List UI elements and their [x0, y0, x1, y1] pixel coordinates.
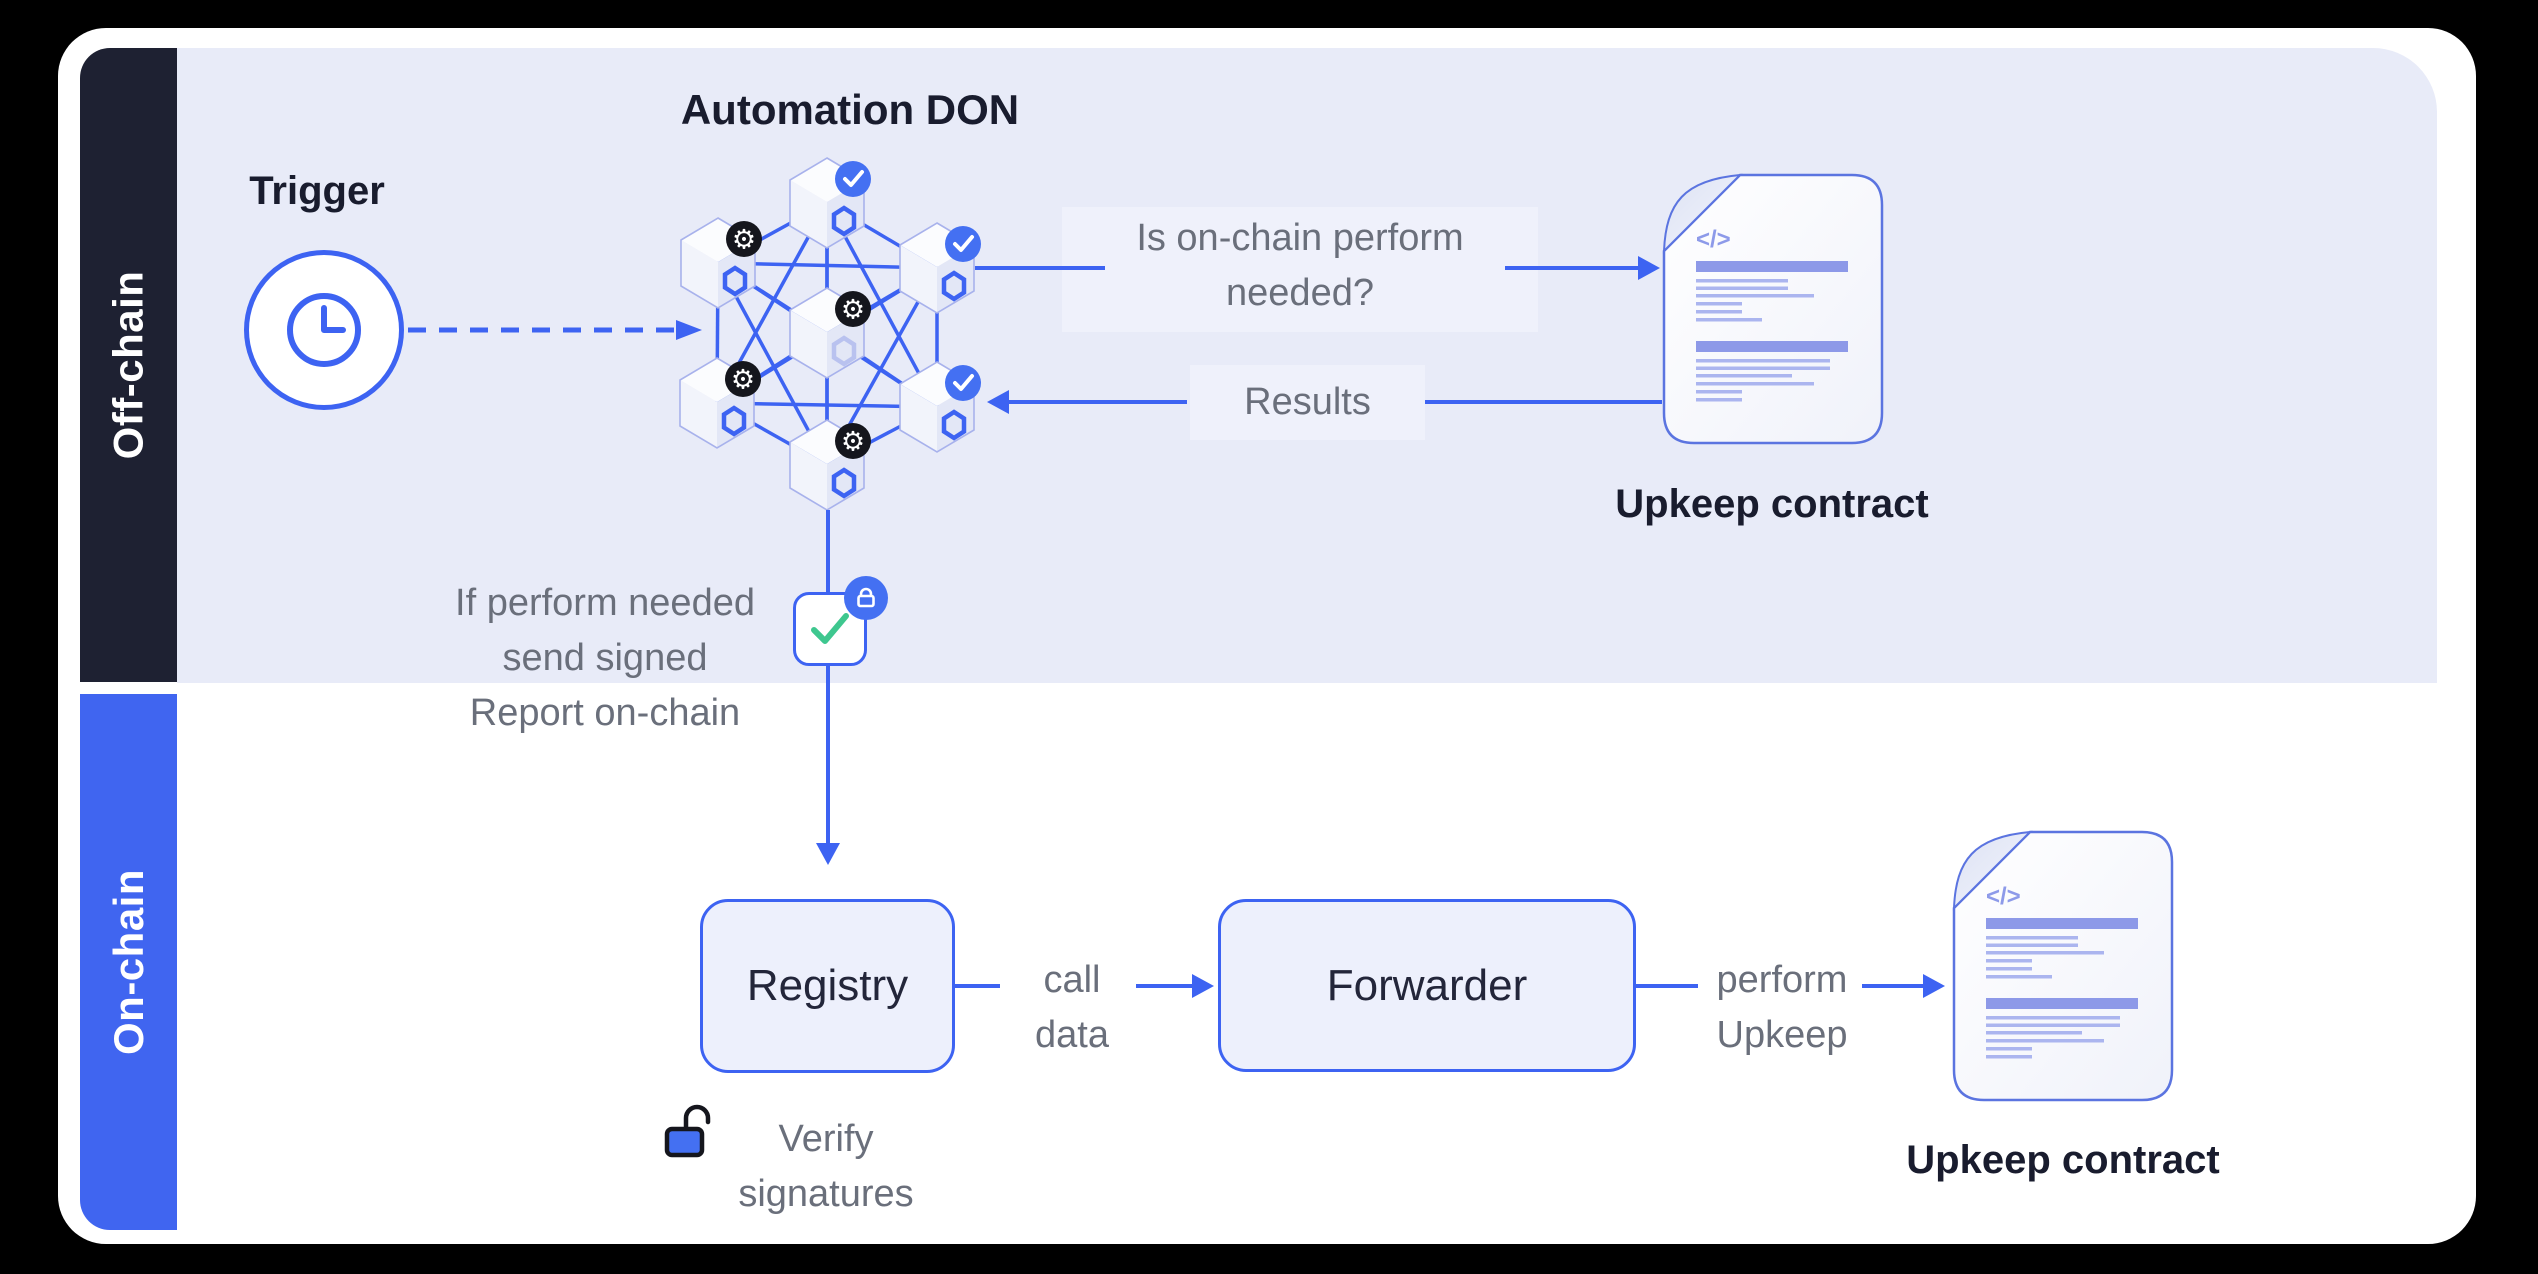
diagram-canvas: Off-chain On-chain Trigger Automation DO…: [58, 28, 2476, 1244]
don-node-top-left: ⚙: [680, 217, 762, 309]
don-node-bottom-left: ⚙: [679, 357, 761, 449]
svg-text:⚙: ⚙: [841, 295, 865, 325]
question-band: [1062, 207, 1538, 332]
don-node-bottom-right: [899, 361, 981, 453]
upkeep-contract-doc-bottom: </>: [1952, 830, 2174, 1102]
chainlink-node-icon: [831, 205, 857, 237]
unlock-icon: [664, 1104, 711, 1158]
check-badge-icon: [945, 226, 981, 262]
question-to-upkeep-arrowhead: [1638, 256, 1660, 280]
registry-box: Registry: [700, 899, 955, 1073]
don-node-bottom: ⚙: [789, 419, 871, 511]
question-to-upkeep-line: [1505, 266, 1640, 270]
registry-label: Registry: [746, 961, 909, 1010]
gear-badge-icon: [725, 361, 761, 397]
calldata-arrowhead: [1192, 974, 1214, 998]
trigger-label: Trigger: [249, 169, 385, 213]
question-text: Is on-chain perform needed?: [1136, 217, 1464, 314]
forwarder-box: Forwarder: [1218, 899, 1636, 1072]
trigger-node: [244, 250, 404, 410]
upkeep-to-results-line: [1425, 400, 1662, 404]
onchain-sidebar: On-chain: [80, 694, 177, 1230]
call-data-text: call data: [1035, 959, 1109, 1056]
calldata-to-forwarder-line: [1136, 984, 1194, 988]
don-label: Automation DON: [680, 86, 1020, 133]
don-to-registry-line-lower: [826, 666, 830, 845]
gear-badge-icon: [835, 291, 871, 327]
don-to-registry-arrowhead: [816, 843, 840, 865]
forwarder-out-line: [1636, 984, 1698, 988]
chainlink-node-icon: [722, 265, 748, 297]
check-badge-icon: [945, 365, 981, 401]
check-icon: [811, 613, 849, 644]
forwarder-label: Forwarder: [1326, 960, 1528, 1010]
perform-upkeep-text: perform Upkeep: [1716, 959, 1848, 1056]
chainlink-node-icon: [941, 270, 967, 302]
gear-badge-icon: [835, 423, 871, 459]
upkeep-contract-top-label: Upkeep contract: [1615, 482, 1929, 526]
svg-text:⚙: ⚙: [841, 427, 865, 457]
report-note-text: If perform needed send signed Report on-…: [455, 582, 755, 734]
code-icon: </>: [1986, 883, 2021, 910]
perform-arrowhead: [1923, 974, 1945, 998]
don-node-top-right: [899, 222, 981, 314]
offchain-sidebar: Off-chain: [80, 48, 177, 682]
onchain-sidebar-label: On-chain: [104, 868, 152, 1056]
results-to-don-arrowhead: [987, 390, 1009, 414]
upkeep-contract-doc-top: </>: [1662, 173, 1884, 445]
trigger-to-don-arrow: [408, 320, 702, 340]
don-to-question-line: [975, 266, 1105, 270]
verify-signatures-text: Verify signatures: [738, 1118, 914, 1215]
chainlink-node-icon: [941, 409, 967, 441]
code-icon: </>: [1696, 226, 1731, 253]
results-to-don-line: [1007, 400, 1187, 404]
results-band: [1190, 365, 1425, 440]
lock-badge-icon: [844, 576, 888, 620]
gear-badge-icon: [726, 221, 762, 257]
chainlink-node-icon: [831, 335, 857, 367]
check-badge-icon: [835, 161, 871, 197]
chainlink-node-icon: [721, 405, 747, 437]
automation-don-network: ⚙ ⚙ ⚙ ⚙: [679, 157, 981, 511]
svg-text:⚙: ⚙: [731, 365, 755, 395]
results-text: Results: [1244, 381, 1371, 423]
don-node-top: [789, 157, 871, 249]
perform-to-upkeep-line: [1862, 984, 1925, 988]
registry-out-line: [955, 984, 1000, 988]
don-to-registry-line-upper: [826, 510, 830, 592]
offchain-sidebar-label: Off-chain: [104, 270, 152, 460]
chainlink-node-icon: [831, 467, 857, 499]
upkeep-contract-bottom-label: Upkeep contract: [1906, 1138, 2220, 1182]
don-node-center: ⚙: [789, 287, 871, 379]
svg-text:⚙: ⚙: [732, 225, 756, 255]
clock-icon: [287, 293, 361, 367]
